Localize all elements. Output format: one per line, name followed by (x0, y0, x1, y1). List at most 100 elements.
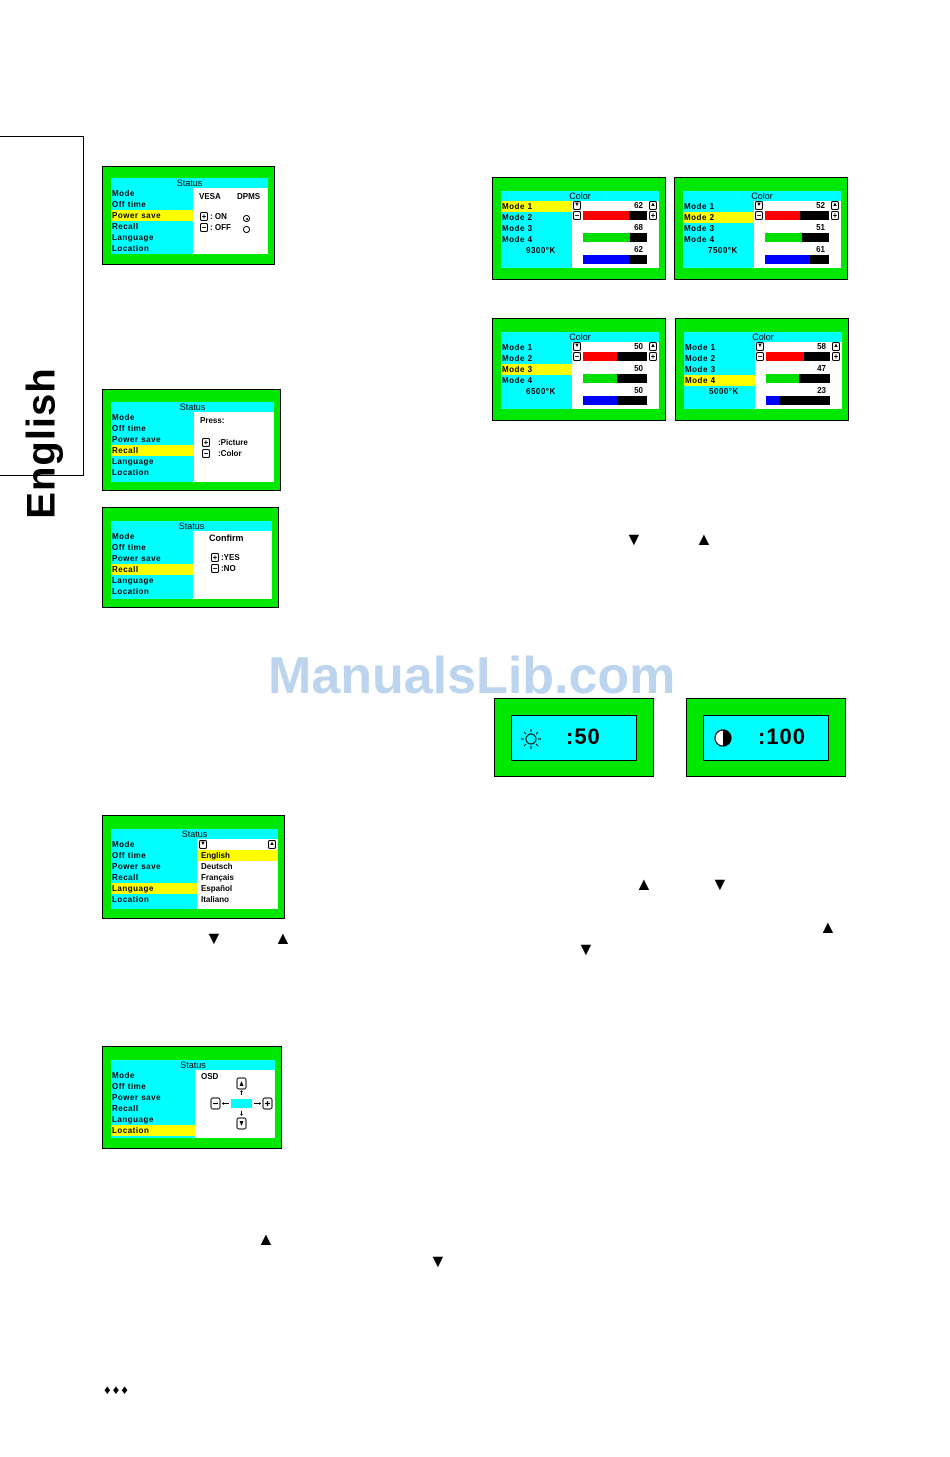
menu-item-off-time: Off time (112, 424, 147, 433)
down-arrow-icon: ▼ (577, 939, 595, 959)
status-menu: Mode Off time Power save Recall Language… (111, 531, 193, 597)
color-green-bar (583, 233, 647, 242)
osd-recall-press-screen: Status Mode Off time Power save Recall L… (102, 389, 281, 491)
scroll-up-icon: ▲ (831, 201, 839, 210)
minus-icon: − (756, 352, 764, 361)
color-blue-bar (583, 396, 647, 405)
menu-item-off-time: Off time (112, 543, 147, 552)
color-green-value: 68 (634, 223, 643, 232)
color-mode-item-1: Mode 1 (684, 202, 715, 211)
scroll-down-icon: ▼ (755, 201, 763, 210)
color-green-bar (765, 233, 829, 242)
minus-icon: − (755, 211, 763, 220)
osd-contrast-screen: :100 (686, 698, 846, 777)
menu-item-location: Location (111, 1125, 195, 1136)
status-menu: Mode Off time Power save Recall Language… (111, 188, 193, 254)
color-temp-label: 9300°K (526, 246, 556, 255)
dpms-label: DPMS (237, 192, 261, 201)
color-blue-bar (766, 396, 830, 405)
minus-icon: − (200, 223, 208, 232)
color-mode-item-3: Mode 3 (502, 224, 533, 233)
language-option-english: English (197, 850, 278, 861)
vesa-label: VESA (199, 192, 221, 201)
down-arrow-icon: ▼ (625, 529, 643, 549)
color-osd-title: Color (752, 332, 774, 342)
up-arrow-icon: ▲ (635, 874, 653, 894)
menu-item-mode: Mode (112, 413, 135, 422)
picture-label: :Picture (218, 438, 248, 447)
color-temp-label: 6500°K (526, 387, 556, 396)
color-red-value: 62 (634, 201, 643, 210)
footer-diamonds: ♦♦♦ (104, 1382, 130, 1397)
menu-item-recall: Recall (112, 873, 139, 882)
minus-icon: − (573, 211, 581, 220)
color-green-bar (766, 374, 830, 383)
plus-icon: + (649, 352, 657, 361)
color-osd-title: Color (569, 332, 591, 342)
osd-label: OSD (201, 1072, 219, 1081)
color-red-bar (583, 352, 647, 361)
status-menu: Mode Off time Power save Recall Language… (111, 412, 194, 478)
menu-item-recall: Recall (112, 1104, 139, 1113)
color-green-fill (583, 233, 630, 242)
color-blue-value: 61 (816, 245, 825, 254)
color-green-fill (766, 374, 800, 383)
color-red-fill (583, 211, 630, 220)
down-arrow-icon: ▼ (429, 1251, 447, 1271)
menu-item-language: Language (112, 1115, 154, 1124)
menu-item-location: Location (112, 468, 150, 477)
watermark-text: ManualsLib.com (268, 647, 676, 705)
color-blue-bar (583, 255, 647, 264)
color-mode-item-4: Mode 4 (684, 235, 715, 244)
color-mode-item-2: Mode 2 (683, 212, 754, 223)
color-label: :Color (218, 449, 242, 458)
color-green-fill (583, 374, 617, 383)
color-mode-item-1: Mode 1 (502, 343, 533, 352)
no-label: :NO (221, 564, 236, 573)
color-blue-fill (583, 396, 617, 405)
plus-icon: + (202, 438, 210, 447)
status-menu: Mode Off time Power save Recall Language… (111, 839, 197, 905)
up-arrow-icon: ▲ (695, 529, 713, 549)
minus-icon: − (211, 564, 219, 573)
color-mode-item-3: Mode 3 (685, 365, 716, 374)
menu-item-recall: Recall (111, 564, 193, 575)
up-arrow-icon: ▲ (274, 928, 292, 948)
recall-press-panel: Press: + :Picture − :Color (194, 412, 274, 482)
color-green-value: 47 (817, 364, 826, 373)
up-arrow-icon: ▲ (819, 917, 837, 937)
menu-item-language: Language (112, 233, 154, 242)
color-mode-item-4: Mode 4 (502, 235, 533, 244)
location-panel: OSD (195, 1070, 275, 1138)
plus-icon: + (831, 211, 839, 220)
plus-icon: + (832, 352, 840, 361)
osd-title: Status (176, 178, 203, 188)
color-red-bar (766, 352, 830, 361)
color-mode-item-2: Mode 2 (502, 354, 533, 363)
scroll-up-icon: ▲ (832, 342, 840, 351)
plus-icon: + (200, 212, 208, 221)
color-red-bar (765, 211, 829, 220)
minus-icon: − (573, 352, 581, 361)
scroll-down-icon: ▼ (756, 342, 764, 351)
sun-icon (521, 729, 541, 749)
color-blue-bar (765, 255, 829, 264)
recall-confirm-panel: Confirm + :YES − :NO (193, 531, 272, 599)
color-mode-item-4: Mode 4 (502, 376, 533, 385)
menu-item-location: Location (112, 244, 150, 253)
menu-item-power-save: Power save (111, 210, 193, 221)
plus-icon: + (649, 211, 657, 220)
menu-item-location: Location (112, 895, 150, 904)
menu-item-mode: Mode (112, 840, 135, 849)
color-blue-value: 50 (634, 386, 643, 395)
color-mode-item-1: Mode 1 (685, 343, 716, 352)
minus-icon: − (202, 449, 210, 458)
color-osd-title: Color (751, 191, 773, 201)
osd-title: Status (179, 402, 206, 412)
